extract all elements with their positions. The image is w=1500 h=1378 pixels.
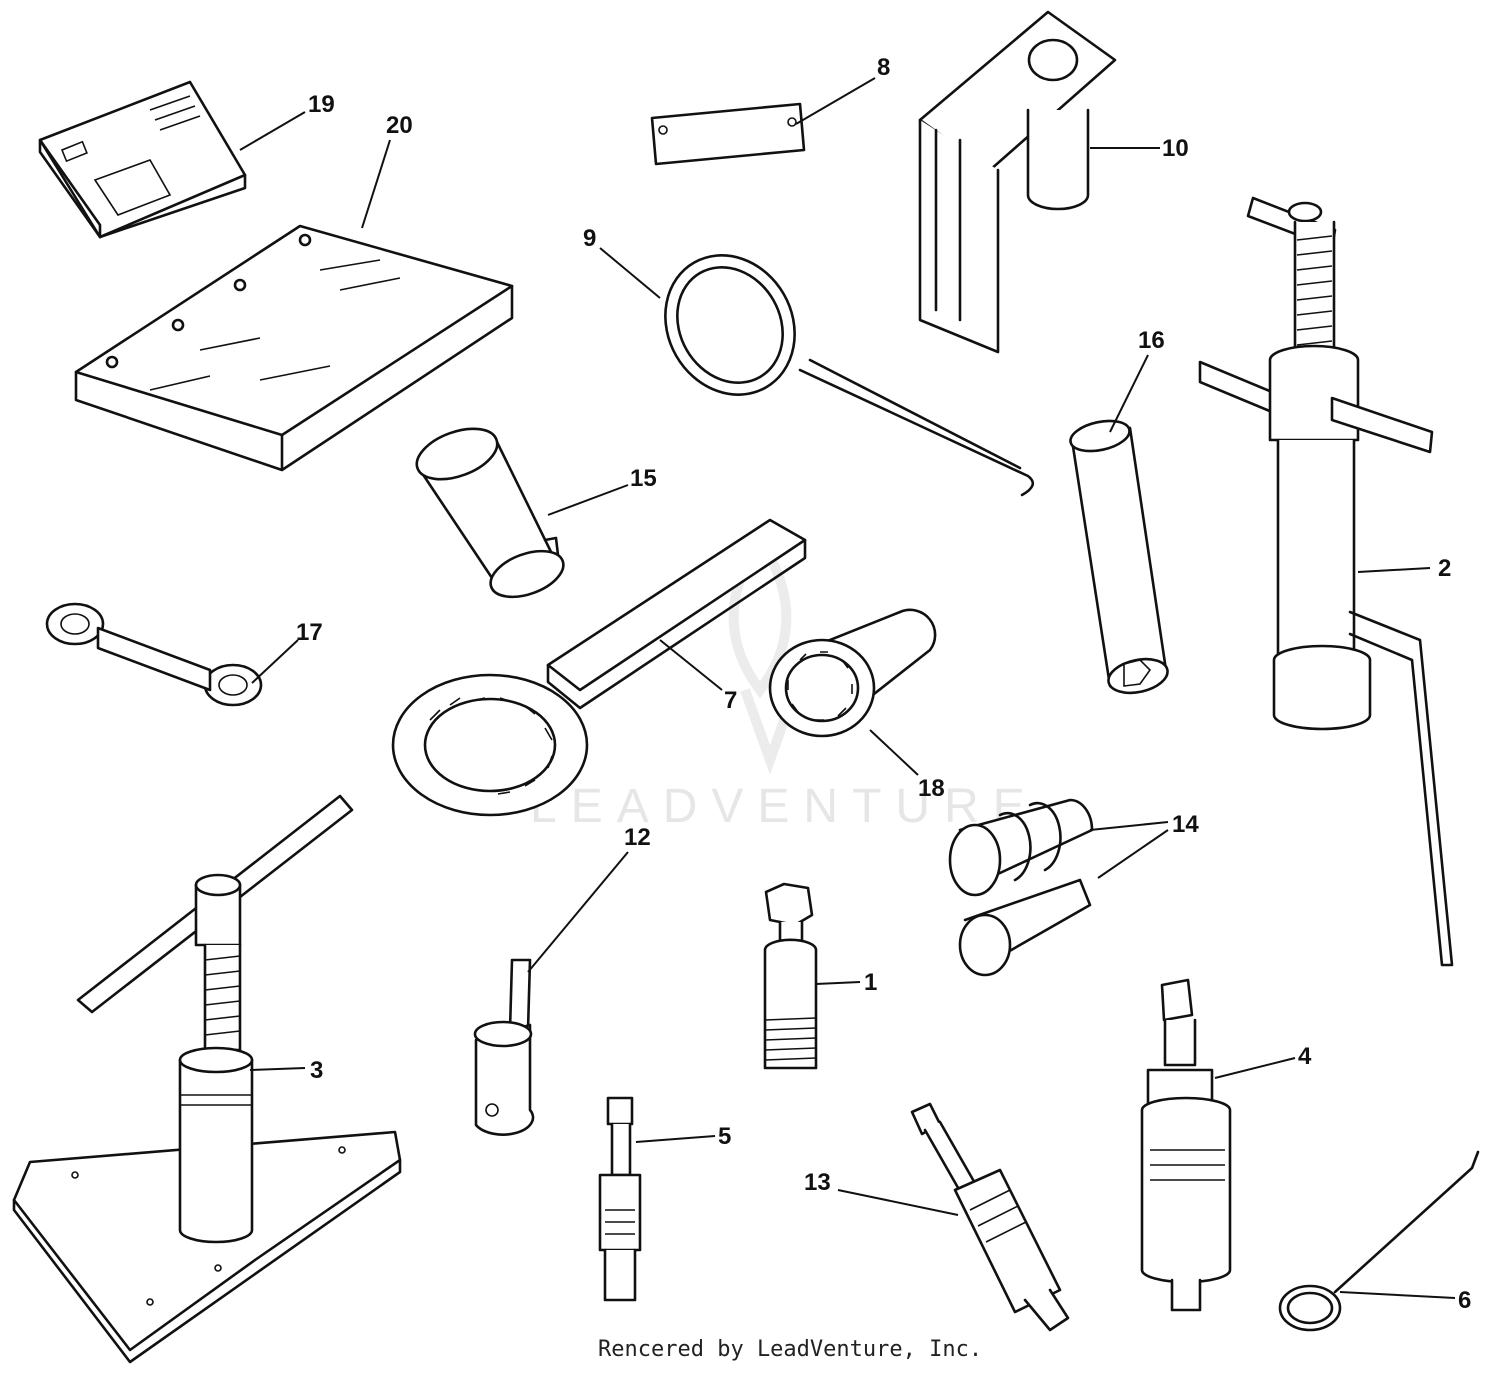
part-19-manual [38, 80, 247, 239]
credit-line: Rencered by LeadVenture, Inc. [598, 1337, 982, 1362]
callout-10: 10 [1162, 135, 1189, 162]
part-13-puller [910, 1102, 1070, 1332]
callout-15: 15 [630, 465, 657, 492]
callout-16: 16 [1138, 327, 1165, 354]
callout-17: 17 [296, 619, 323, 646]
part-18-holder [768, 608, 937, 738]
callout-19: 19 [308, 91, 335, 118]
part-5-puller [598, 1096, 642, 1302]
leader-lines [239, 77, 1456, 1299]
callout-14: 14 [1172, 811, 1199, 838]
callout-4: 4 [1298, 1043, 1312, 1070]
callouts: 19 20 8 10 9 16 2 15 7 17 18 14 12 1 3 4… [296, 54, 1471, 1314]
part-20-block [74, 224, 514, 472]
part-2-puller [1198, 196, 1454, 967]
part-12-puller [473, 958, 535, 1136]
watermark: LEADVENTURE [530, 530, 1039, 833]
part-7-spanner [391, 518, 807, 817]
part-1-bolt [763, 882, 818, 1070]
part-15-sleeve [415, 427, 565, 599]
watermark-text: LEADVENTURE [530, 780, 1039, 833]
callout-13: 13 [804, 1169, 831, 1196]
callout-7: 7 [724, 687, 737, 714]
callout-1: 1 [864, 969, 877, 996]
part-16-socket [1069, 419, 1169, 695]
callout-18: 18 [918, 775, 945, 802]
part-9-loop [664, 254, 1035, 497]
part-17-wrench [45, 602, 263, 707]
callout-6: 6 [1458, 1287, 1471, 1314]
part-10-bracket [918, 10, 1117, 354]
callout-9: 9 [583, 225, 596, 252]
callout-8: 8 [877, 54, 890, 81]
callout-20: 20 [386, 112, 413, 139]
callout-2: 2 [1438, 555, 1451, 582]
callout-12: 12 [624, 824, 651, 851]
part-8-key [650, 102, 806, 166]
part-14-collars [948, 798, 1094, 977]
part-4-puller [1140, 978, 1232, 1312]
callout-5: 5 [718, 1123, 731, 1150]
callout-3: 3 [310, 1057, 323, 1084]
part-3-press [12, 794, 402, 1364]
part-6-ring-pick [1278, 1150, 1480, 1332]
